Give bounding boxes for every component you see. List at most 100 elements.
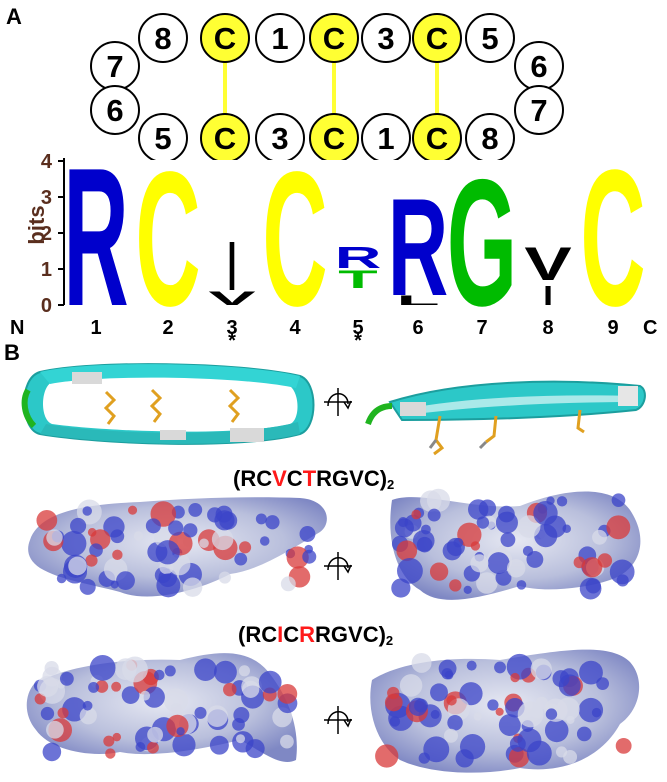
surface-patch (116, 571, 135, 591)
ring-residue-top-1: 7 (90, 41, 140, 91)
ring-residue-top-3: C (200, 13, 250, 63)
y-tick-label: 4 (41, 151, 53, 173)
ring-residue-top-7: C (412, 13, 462, 63)
surface-patch (218, 571, 231, 584)
seq1-part1: RC (240, 466, 273, 491)
svg-text:8: 8 (481, 121, 498, 156)
surface-patch (209, 735, 229, 755)
surface-patch (56, 573, 67, 584)
ribbon-side-view (365, 380, 646, 456)
surface-patch (430, 709, 440, 719)
position-label-6: 6 (412, 317, 423, 339)
surface-patch (396, 540, 418, 562)
surface-patch (277, 684, 298, 704)
surface-patch (441, 668, 453, 680)
logo-letter-C-pos2: C (135, 140, 200, 346)
panel-label-a: A (6, 4, 22, 29)
surface-patch (443, 728, 458, 743)
surface-patch (211, 528, 234, 551)
logo-letter-I-pos8: I (543, 280, 553, 311)
seq2-subscript: 2 (385, 633, 394, 648)
surface-patch (517, 701, 544, 728)
surface-patch (384, 693, 403, 712)
svg-text:C: C (323, 21, 345, 56)
svg-text:C: C (214, 121, 236, 156)
seq1-part3: RGVC (316, 466, 380, 491)
svg-text:1: 1 (271, 21, 288, 56)
surface-patch (70, 517, 87, 534)
seq1-close: ) (379, 466, 388, 491)
surface-patch (105, 748, 116, 759)
surface-patch (592, 529, 607, 545)
surface-patch (427, 508, 441, 522)
svg-text:1: 1 (377, 121, 394, 156)
position-label-2: 2 (162, 317, 173, 339)
surface-patch (497, 545, 507, 554)
ring-residue-top-5: C (309, 13, 359, 63)
position-label-4: 4 (289, 317, 301, 339)
surface-patch (544, 718, 569, 743)
surface-patch (239, 541, 252, 554)
position-5-marker: * (354, 330, 362, 350)
surface-patch (79, 578, 96, 595)
surface-patch (156, 573, 181, 598)
surface-patch (463, 585, 472, 594)
surface-pair-1 (28, 488, 641, 600)
surface-patch (46, 720, 64, 739)
surface-patch (533, 500, 558, 526)
surface-patch (155, 540, 180, 565)
surface-patch (238, 665, 251, 677)
surface-patch (258, 670, 282, 694)
surface-patch (412, 529, 435, 552)
position-label-1: 1 (90, 317, 101, 339)
surface-patch (147, 741, 159, 754)
surface-patch (121, 686, 140, 704)
seq2-open: ( (238, 622, 246, 647)
surface-patch (223, 682, 237, 697)
surface-patch (616, 574, 629, 587)
position-label-8: 8 (542, 317, 553, 339)
rotate-icon (324, 706, 352, 734)
y-tick-label: 3 (41, 187, 52, 209)
ring-residue-bottom-7: C (412, 113, 462, 160)
surface-patch (556, 496, 568, 507)
svg-text:6: 6 (530, 49, 547, 84)
surface-patch (446, 695, 457, 706)
position-label-3: 3 (226, 317, 237, 339)
seq2-mutation-2: R (299, 622, 316, 647)
ribbon-structures (21, 363, 646, 456)
svg-text:C: C (323, 121, 345, 156)
surface-patch (495, 707, 504, 716)
surface-patch (255, 513, 267, 525)
svg-text:3: 3 (377, 21, 394, 56)
surface-patch (506, 559, 526, 578)
surface-patch (581, 557, 603, 578)
surface-patch (234, 552, 248, 566)
ring-residue-bottom-8: 8 (465, 113, 515, 160)
surface-patch (579, 660, 603, 685)
surface-patch (389, 716, 401, 727)
surface-patch (470, 554, 489, 573)
surface-patch (133, 531, 144, 541)
ring-residue-bottom-4: 3 (255, 113, 305, 160)
surface-patch (82, 506, 92, 516)
surface-patch (397, 557, 423, 584)
logo-letter-V-pos8: V (524, 237, 571, 290)
surface-patch (235, 734, 246, 744)
seq2-close: ) (378, 622, 386, 647)
surface-patch (430, 683, 448, 702)
surface-patch (168, 520, 184, 536)
surface-patch (286, 546, 309, 569)
seq1-open: ( (233, 466, 241, 491)
logo-letter-L-pos6: L (396, 293, 439, 308)
surface-patch (111, 681, 122, 692)
surface-patch (34, 693, 46, 705)
surface-patch (596, 677, 610, 691)
surface-patch (88, 681, 100, 693)
position-label-7: 7 (476, 317, 487, 339)
surface-patch (530, 658, 552, 680)
surface-patch (500, 532, 516, 548)
surface-patch (302, 549, 317, 564)
surface-patch (46, 529, 63, 546)
